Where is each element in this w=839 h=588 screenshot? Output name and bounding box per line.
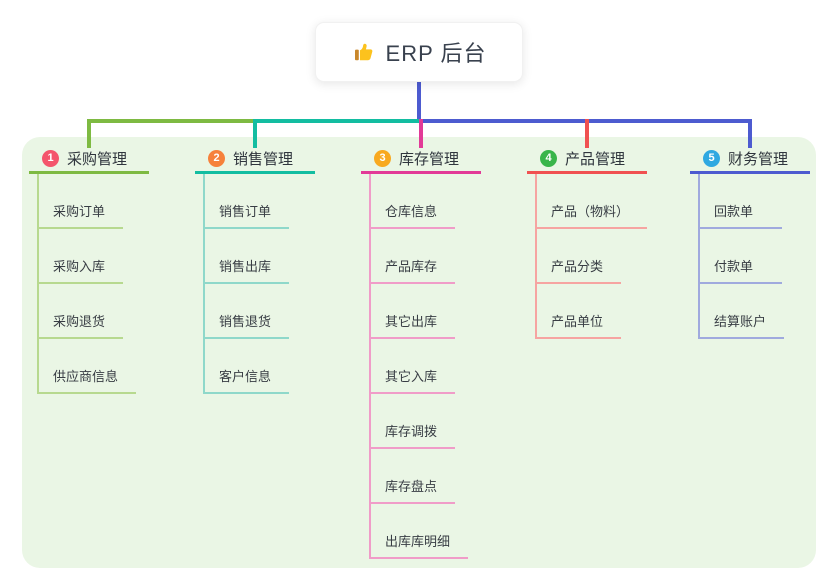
node-purchase-inbound[interactable]: 采购入库 [37,229,124,284]
branch-spine [37,174,39,394]
branch-number-badge: 2 [208,150,225,167]
node-other-inbound[interactable]: 其它入库 [369,339,456,394]
branch-product: 4 产品管理 产品（物料） 产品分类 产品单位 [527,146,648,339]
root-node[interactable]: ERP 后台 [315,22,523,82]
node-settlement-account[interactable]: 结算账户 [698,284,785,339]
node-other-outbound[interactable]: 其它出库 [369,284,456,339]
branch-label: 销售管理 [233,151,294,168]
node-purchase-return[interactable]: 采购退货 [37,284,124,339]
branch-purchase: 1 采购管理 采购订单 采购入库 采购退货 供应商信息 [29,146,149,394]
branch-number-badge: 4 [540,150,557,167]
branch-finance: 5 财务管理 回款单 付款单 结算账户 [690,146,810,339]
node-stock-transfer[interactable]: 库存调拨 [369,394,456,449]
branch-spine [535,174,537,339]
branch-label: 库存管理 [399,151,460,168]
branch-header-product[interactable]: 4 产品管理 [527,146,647,174]
node-product-material[interactable]: 产品（物料） [535,174,648,229]
node-sales-outbound[interactable]: 销售出库 [203,229,290,284]
node-product-unit[interactable]: 产品单位 [535,284,622,339]
branch-number-badge: 1 [42,150,59,167]
branch-drop-inventory [419,119,423,148]
node-sales-return[interactable]: 销售退货 [203,284,290,339]
horizontal-connector-teal [255,119,421,123]
branch-drop-sales [253,119,257,148]
branch-number-badge: 3 [374,150,391,167]
branch-spine [203,174,205,394]
node-outbound-detail[interactable]: 出库库明细 [369,504,469,559]
root-title: ERP 后台 [385,41,487,66]
node-product-category[interactable]: 产品分类 [535,229,622,284]
node-purchase-order[interactable]: 采购订单 [37,174,124,229]
thumbs-up-icon [352,40,376,64]
root-connector-line [417,80,421,123]
branch-header-inventory[interactable]: 3 库存管理 [361,146,481,174]
branch-drop-product [585,119,589,148]
node-receipt-order[interactable]: 回款单 [698,174,782,229]
branch-spine [698,174,700,339]
branch-drop-purchase [87,119,91,148]
node-sales-order[interactable]: 销售订单 [203,174,290,229]
branch-label: 采购管理 [67,151,128,168]
branch-drop-finance [748,119,752,148]
branch-spine [369,174,371,559]
branch-header-sales[interactable]: 2 销售管理 [195,146,315,174]
horizontal-connector-green [87,119,255,123]
branch-label: 财务管理 [728,151,789,168]
node-payment-order[interactable]: 付款单 [698,229,782,284]
branch-inventory: 3 库存管理 仓库信息 产品库存 其它出库 其它入库 库存调拨 库存盘点 出库库… [361,146,481,559]
branch-number-badge: 5 [703,150,720,167]
branch-header-purchase[interactable]: 1 采购管理 [29,146,149,174]
branches-background-panel [22,137,816,568]
branch-sales: 2 销售管理 销售订单 销售出库 销售退货 客户信息 [195,146,315,394]
branch-header-finance[interactable]: 5 财务管理 [690,146,810,174]
node-product-stock[interactable]: 产品库存 [369,229,456,284]
branch-label: 产品管理 [565,151,626,168]
node-supplier-info[interactable]: 供应商信息 [37,339,137,394]
node-stock-count[interactable]: 库存盘点 [369,449,456,504]
node-customer-info[interactable]: 客户信息 [203,339,290,394]
node-warehouse-info[interactable]: 仓库信息 [369,174,456,229]
